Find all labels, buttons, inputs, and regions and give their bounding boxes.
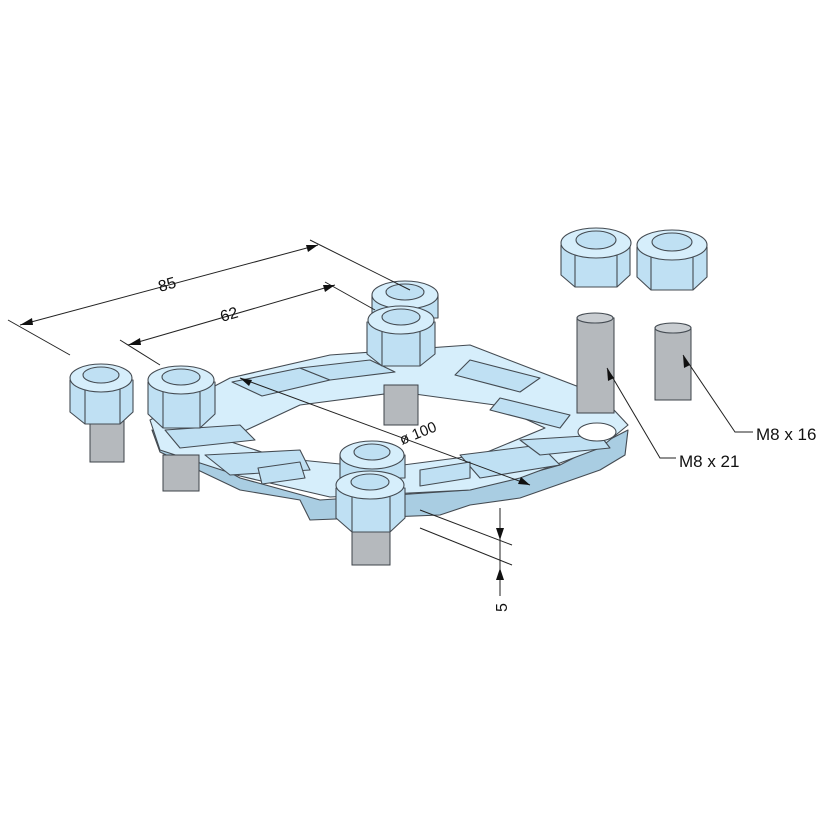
nut-left-outer — [69, 363, 134, 463]
spare-nut-1 — [560, 227, 632, 288]
dimension-85-label: 85 — [156, 275, 178, 296]
nut-top-front — [366, 305, 436, 426]
nut-bottom-front — [335, 470, 406, 566]
dimension-5-label: 5 — [494, 603, 511, 612]
stud-long — [576, 312, 615, 414]
dimension-62: 62 — [119, 281, 376, 366]
dimension-62-label: 62 — [218, 305, 240, 326]
dimension-85: 85 — [7, 239, 411, 356]
spare-nut-2 — [636, 229, 708, 291]
clamping-plate — [149, 344, 629, 521]
callout-m8x21-label: M8 x 21 — [679, 452, 739, 471]
nut-bottom-back — [339, 440, 406, 479]
dimension-5: 5 — [419, 508, 513, 612]
callout-m8x21: M8 x 21 — [606, 367, 739, 471]
callout-m8x16: M8 x 16 — [682, 354, 816, 444]
stud-short — [654, 322, 692, 401]
callout-m8x16-label: M8 x 16 — [756, 425, 816, 444]
nut-left-inner — [147, 365, 216, 492]
